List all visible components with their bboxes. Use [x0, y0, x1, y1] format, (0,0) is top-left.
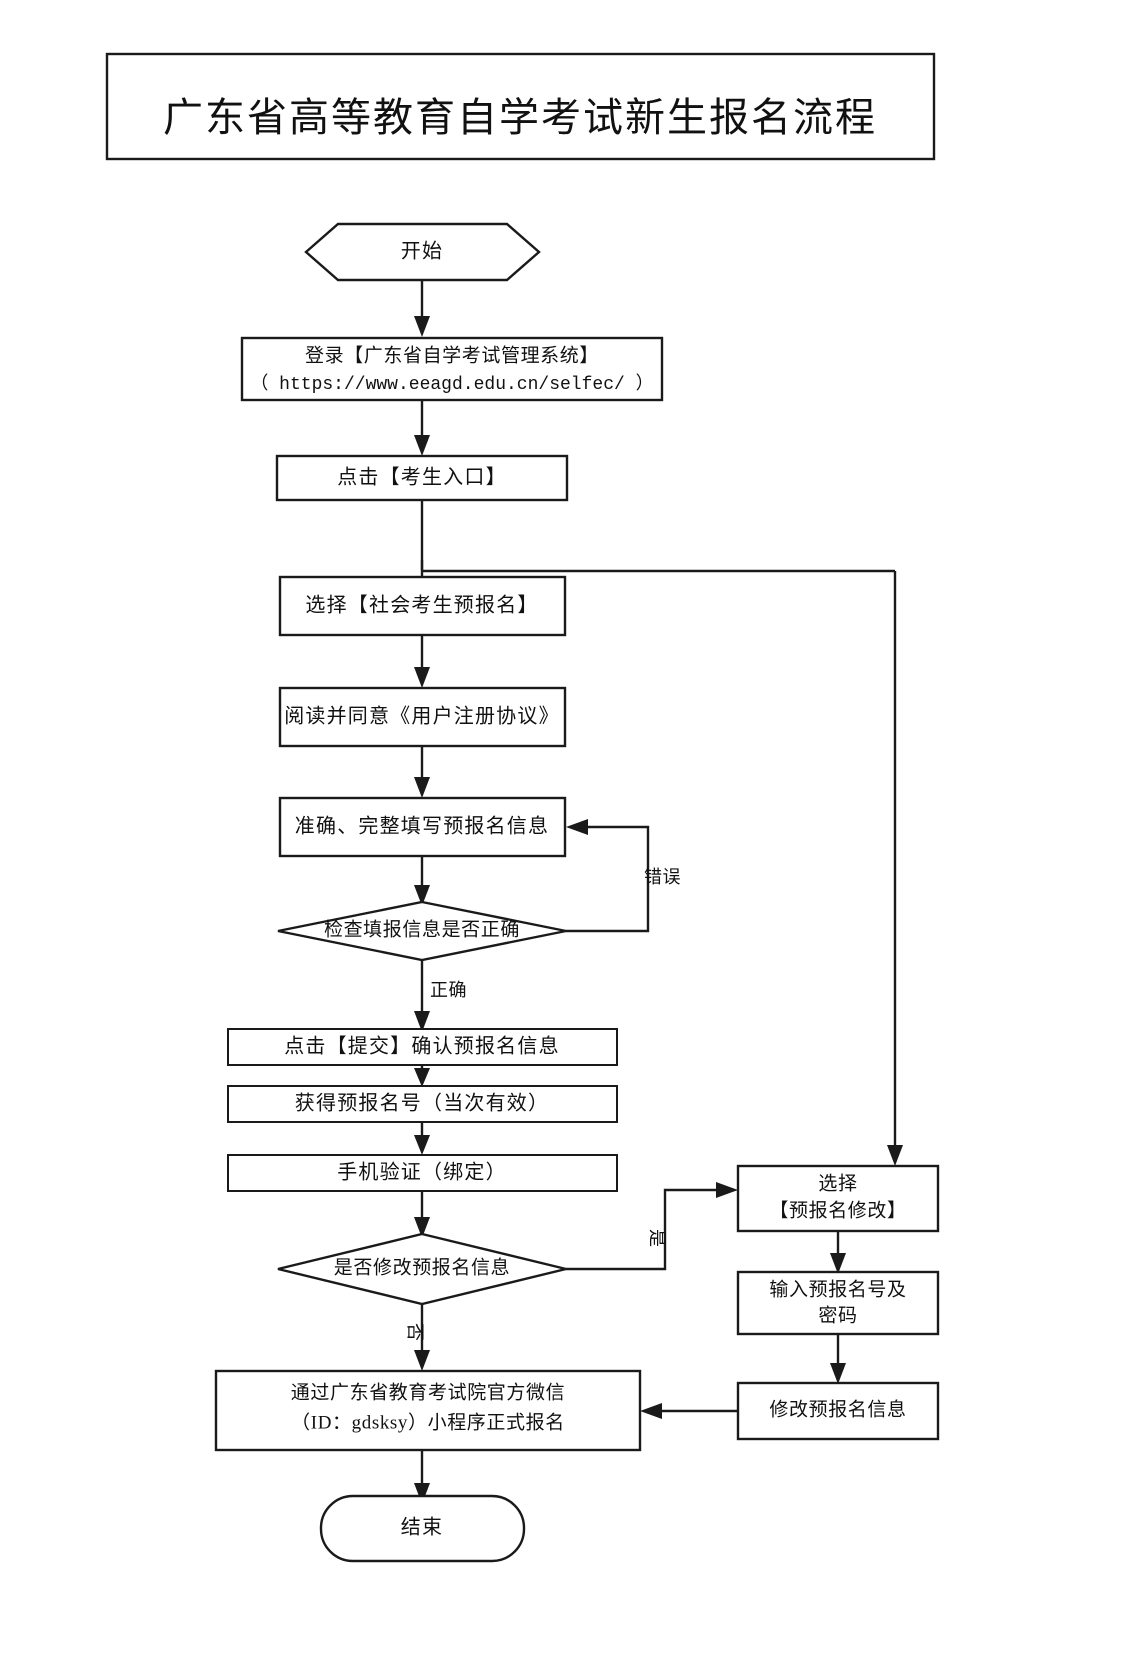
edge-start-to-login: [414, 280, 430, 337]
node-end-label: 结束: [401, 1516, 443, 1539]
node-choose-pre-label: 选择【社会考生预报名】: [305, 594, 538, 617]
node-input-creds-label-line1: 输入预报名号及: [769, 1278, 906, 1300]
edge-get-number-to-phone: [414, 1122, 430, 1155]
node-check-info-label: 检查填报信息是否正确: [324, 918, 520, 940]
edge-modify-q-yes: 是: [566, 1182, 738, 1271]
edge-label-yes: 是: [647, 1229, 667, 1247]
edge-choose-edit-to-input: [830, 1231, 846, 1274]
edge-modify-info-to-wechat: [640, 1403, 738, 1419]
node-phone-verify: 手机验证（绑定）: [227, 1154, 618, 1192]
node-wechat-label-line1: 通过广东省教育考试院官方微信: [291, 1381, 565, 1403]
node-choose-edit: 选择 【预报名修改】: [736, 1164, 940, 1233]
edge-check-error-loop: 错误: [566, 819, 681, 933]
edge-input-to-modify-info: [830, 1334, 846, 1384]
node-start: 开始: [304, 222, 541, 282]
node-check-info: 检查填报信息是否正确: [277, 900, 567, 962]
edge-label-error: 错误: [644, 867, 681, 887]
node-fill-info: 准确、完整填写预报名信息: [278, 796, 567, 858]
edge-phone-to-modify-q: [414, 1191, 430, 1238]
node-login-label-line2: （ https://www.eeagd.edu.cn/selfec/ ）: [250, 373, 653, 395]
page-title: 广东省高等教育自学考试新生报名流程: [163, 95, 877, 140]
node-agreement-label: 阅读并同意《用户注册协议》: [284, 705, 560, 728]
node-get-number-label: 获得预报名号（当次有效）: [295, 1092, 549, 1115]
node-fill-info-label: 准确、完整填写预报名信息: [295, 815, 549, 838]
node-phone-verify-label: 手机验证（绑定）: [337, 1161, 507, 1184]
edge-label-no: 否: [405, 1323, 425, 1341]
node-entry-label: 点击【考生入口】: [337, 466, 507, 489]
edge-agreement-to-fill-info: [414, 746, 430, 798]
node-submit-label: 点击【提交】确认预报名信息: [284, 1035, 560, 1058]
node-modify-question-label: 是否修改预报名信息: [334, 1256, 510, 1278]
edge-wechat-to-end: [414, 1450, 430, 1504]
node-modify-info-label: 修改预报名信息: [769, 1398, 906, 1420]
edge-login-to-entry: [414, 400, 430, 456]
edge-modify-q-no: 否: [405, 1304, 430, 1371]
node-submit: 点击【提交】确认预报名信息: [227, 1028, 618, 1066]
node-input-creds-label-line2: 密码: [818, 1304, 857, 1326]
node-entry: 点击【考生入口】: [275, 454, 569, 502]
edge-fill-info-to-check: [414, 856, 430, 906]
node-choose-edit-label-line2: 【预报名修改】: [769, 1199, 906, 1221]
edge-check-to-submit: 正确: [414, 960, 467, 1032]
node-wechat: 通过广东省教育考试院官方微信 （ID：gdsksy）小程序正式报名: [214, 1369, 642, 1452]
node-end: 结束: [319, 1494, 526, 1563]
node-choose-edit-label-line1: 选择: [818, 1172, 857, 1194]
node-modify-question: 是否修改预报名信息: [277, 1232, 567, 1306]
node-modify-info: 修改预报名信息: [736, 1381, 940, 1441]
node-start-label: 开始: [401, 240, 443, 263]
edge-choose-pre-to-agreement: [414, 635, 430, 688]
node-choose-pre: 选择【社会考生预报名】: [278, 575, 567, 637]
node-agreement: 阅读并同意《用户注册协议》: [278, 686, 567, 748]
node-get-number: 获得预报名号（当次有效）: [227, 1085, 618, 1123]
edge-label-correct: 正确: [430, 980, 467, 1000]
title-box: 广东省高等教育自学考试新生报名流程: [105, 52, 936, 161]
node-login: 登录【广东省自学考试管理系统】 （ https://www.eeagd.edu.…: [240, 336, 664, 402]
node-login-label-line1: 登录【广东省自学考试管理系统】: [305, 344, 599, 366]
edge-submit-to-get-number: [414, 1065, 430, 1087]
node-wechat-label-line2: （ID：gdsksy）小程序正式报名: [291, 1411, 565, 1433]
node-input-creds: 输入预报名号及 密码: [736, 1270, 940, 1336]
